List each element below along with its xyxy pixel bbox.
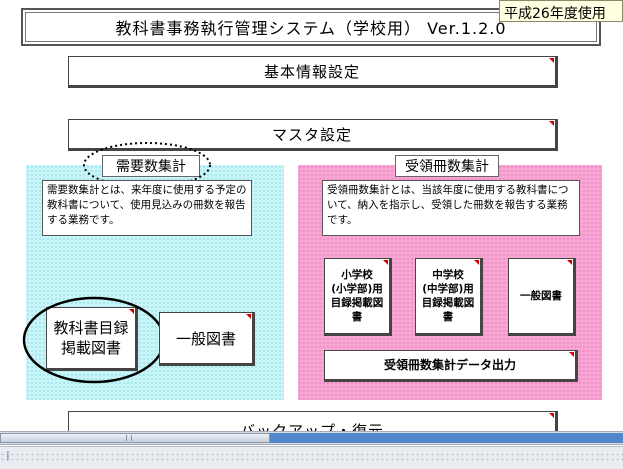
receipt-general-books-label: 一般図書 (520, 290, 562, 302)
junior-high-catalog-label: 中学校 (中学部)用 目録掲載図 書 (421, 269, 475, 323)
master-settings-label: マスタ設定 (271, 125, 352, 144)
receipt-export-label: 受領冊数集計データ出力 (383, 358, 516, 372)
elementary-catalog-button[interactable]: 小学校 (小学部)用 目録掲載図 書 (324, 258, 392, 336)
elementary-catalog-label: 小学校 (小学部)用 目録掲載図 書 (330, 269, 384, 323)
app-title: 教科書事務執行管理システム（学校用） Ver.1.2.0 (25, 12, 597, 42)
status-bar-texture (0, 452, 623, 462)
catalog-books-label: 教科書目録 掲載図書 (53, 319, 129, 357)
junior-high-catalog-button[interactable]: 中学校 (中学部)用 目録掲載図 書 (415, 258, 483, 336)
year-badge: 平成26年度使用 (499, 0, 623, 22)
catalog-books-button[interactable]: 教科書目録 掲載図書 (46, 307, 138, 371)
general-books-label: 一般図書 (175, 329, 236, 348)
solid-highlight-ellipse (22, 296, 166, 384)
resize-grip-icon[interactable]: ⁞ (6, 449, 10, 463)
receipt-label: 受領冊数集計 (395, 155, 499, 177)
receipt-export-button[interactable]: 受領冊数集計データ出力 (324, 350, 578, 382)
basic-settings-button[interactable]: 基本情報設定 (68, 56, 558, 88)
basic-settings-label: 基本情報設定 (263, 62, 360, 81)
scrollbar-grip-icon (126, 435, 132, 441)
demand-label: 需要数集計 (102, 155, 200, 177)
scrollbar-thumb[interactable] (0, 433, 270, 443)
receipt-description: 受領冊数集計とは、当該年度に使用する教科書について、納入を指示し、受領した冊数を… (322, 180, 580, 236)
general-books-button[interactable]: 一般図書 (159, 312, 255, 366)
master-settings-button[interactable]: マスタ設定 (68, 119, 558, 151)
receipt-general-books-button[interactable]: 一般図書 (508, 258, 576, 336)
scrollbar-track-highlight (270, 433, 623, 443)
demand-description: 需要数集計とは、来年度に使用する予定の教科書について、使用見込みの冊数を報告する… (42, 180, 252, 236)
